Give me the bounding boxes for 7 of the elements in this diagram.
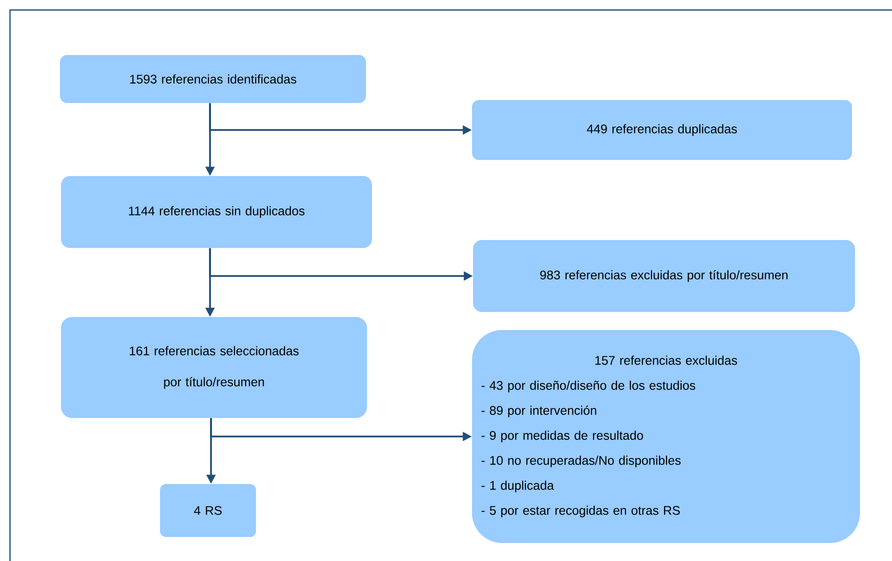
- process-box: 1593 referencias identificadas: [60, 55, 366, 103]
- process-box: 1144 referencias sin duplicados: [61, 176, 372, 248]
- process-box: 161 referencias seleccionadas por título/resumen: [61, 317, 367, 418]
- process-box: 4 RS: [160, 484, 256, 537]
- process-box: 983 referencias excluidas por título/resumen: [473, 240, 855, 312]
- list-box: 157 referencias excluidas - 43 por diseño/diseño de los estudios - 89 por intervención - 9 por medidas de resultado - 10 no recuperadas/No disponibles - 1 duplicada - 5 por estar recogidas en otras RS: [472, 330, 860, 543]
- process-box: 449 referencias duplicadas: [472, 100, 852, 160]
